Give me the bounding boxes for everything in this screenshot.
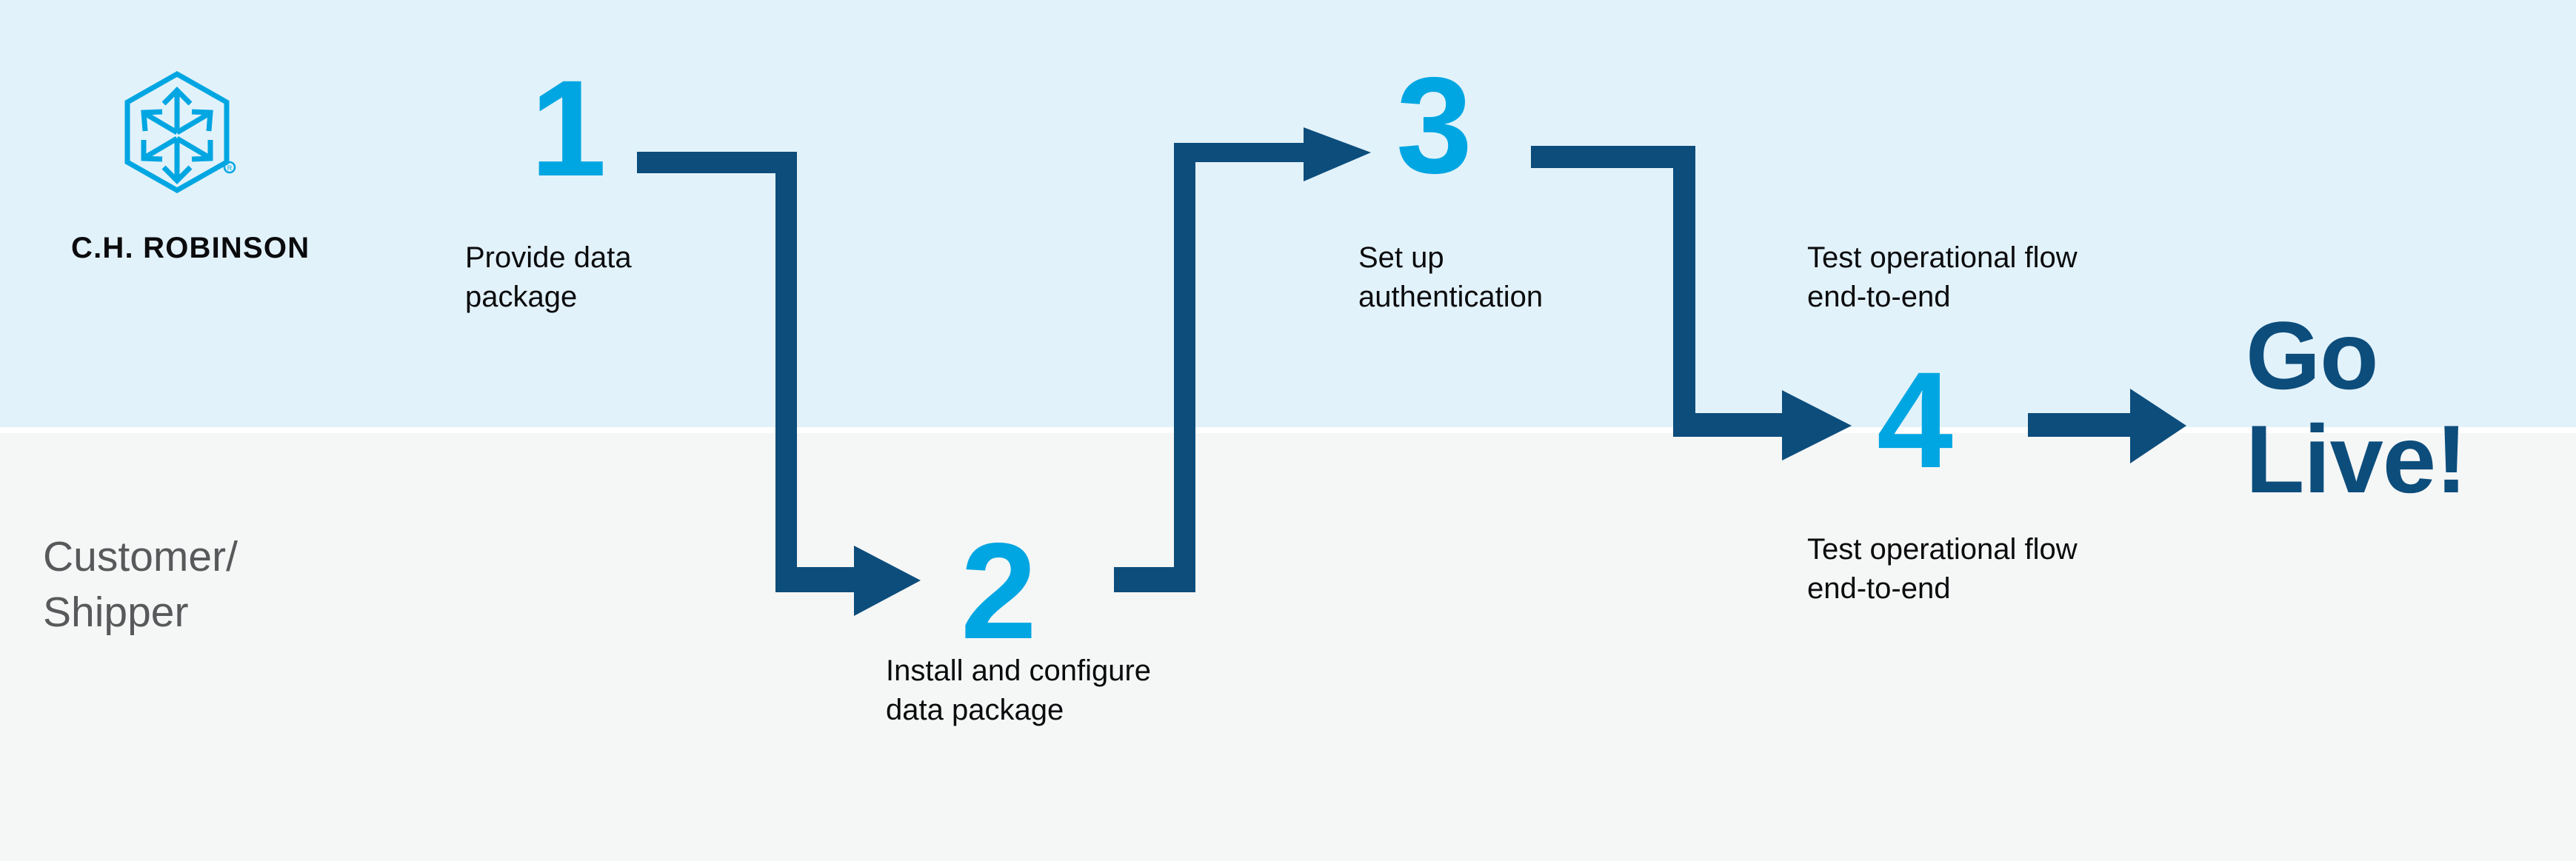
band-top-provider	[0, 0, 2576, 427]
step-number-3: 3	[1396, 50, 1472, 202]
svg-text:R: R	[227, 164, 233, 172]
connector-step4-to-golive	[2028, 389, 2186, 463]
connector-step2-to-step3	[1114, 127, 1371, 592]
step-caption-3-secondary: Test operational flow end-to-end	[1807, 241, 2078, 313]
brand-wordmark: C.H. ROBINSON	[71, 232, 310, 264]
step-number-1: 1	[530, 53, 607, 205]
step-caption-2: Install and configure data package	[886, 654, 1152, 726]
brand-logo-block: R C.H. ROBINSON	[71, 70, 310, 265]
step-caption-4: Test operational flow end-to-end	[1807, 533, 2078, 605]
connector-step1-to-step2	[637, 152, 921, 616]
lane-label-customer-shipper: Customer/ Shipper	[43, 529, 354, 640]
step-caption-1: Provide data package	[465, 241, 632, 313]
go-live-label: Go Live!	[2246, 301, 2467, 514]
step-number-4: 4	[1877, 344, 1953, 497]
step-number-2: 2	[961, 515, 1037, 668]
band-bottom-customer	[0, 433, 2576, 861]
connector-step3-to-step4	[1531, 146, 1852, 460]
ch-robinson-cube-logo-icon: R	[124, 70, 236, 194]
lane-label-text: Customer/ Shipper	[43, 533, 238, 637]
step-caption-3: Set up authentication	[1358, 241, 1544, 313]
